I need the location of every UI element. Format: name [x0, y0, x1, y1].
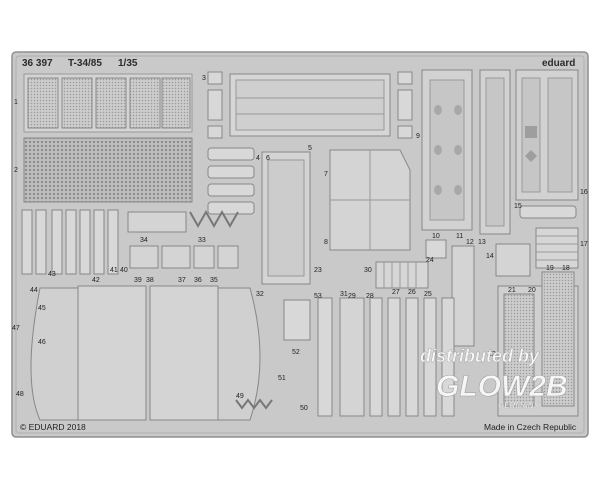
part-30-comb	[375, 261, 429, 289]
part-label-25: 25	[424, 291, 432, 298]
part-label-14: 14	[486, 253, 494, 260]
part-label-31: 31	[340, 291, 348, 298]
part-9-frame	[421, 69, 473, 231]
origin-text: Made in Czech Republic	[484, 422, 577, 432]
part-label-41: 41	[110, 267, 118, 274]
part-label-42: 42	[92, 277, 100, 284]
watermark-logo: GLOW2B	[436, 370, 568, 403]
part-label-39: 39	[134, 277, 142, 284]
part-49-52-small	[235, 299, 311, 410]
part-13-frame	[479, 69, 511, 235]
part-label-36: 36	[194, 277, 202, 284]
part-6-panel	[261, 151, 311, 285]
part-label-43: 43	[48, 271, 56, 278]
part-label-7: 7	[324, 171, 328, 178]
part-label-29: 29	[348, 293, 356, 300]
part-label-15: 15	[514, 203, 522, 210]
part-label-19: 19	[546, 265, 554, 272]
part-number-labels: 1 2 3 4 5 6 7 8 9 10 11 12 13 14 15 16 1…	[12, 75, 588, 412]
part-label-9: 9	[416, 133, 420, 140]
part-label-1: 1	[14, 99, 18, 106]
part-label-8: 8	[324, 239, 328, 246]
scale-label: 1/35	[118, 58, 138, 69]
part-label-49: 49	[236, 393, 244, 400]
part-label-2: 2	[14, 167, 18, 174]
part-label-23: 23	[314, 267, 322, 274]
part-label-22: 22	[488, 351, 496, 358]
model-name: T-34/85	[68, 58, 102, 69]
part-label-11: 11	[456, 233, 463, 240]
part-label-38: 38	[146, 277, 154, 284]
part-label-28: 28	[366, 293, 374, 300]
part-label-20: 20	[528, 287, 536, 294]
part-label-6: 6	[266, 155, 270, 162]
part-label-21: 21	[508, 287, 516, 294]
part-label-5: 5	[308, 145, 312, 152]
part-53-long-strips	[317, 297, 455, 417]
part-label-10: 10	[432, 233, 440, 240]
part-label-51: 51	[278, 375, 286, 382]
part-label-44: 44	[30, 287, 38, 294]
part-label-52: 52	[292, 349, 300, 356]
part-label-48: 48	[16, 391, 24, 398]
watermark-line1: distributed by	[420, 346, 540, 366]
part-46-fender-right	[149, 285, 261, 421]
part-label-37: 37	[178, 277, 186, 284]
copyright-text: © EDUARD 2018	[20, 422, 86, 432]
part-label-35: 35	[210, 277, 218, 284]
part-10-14-brackets	[425, 239, 531, 347]
distributor-watermark: distributed by GLOW2B GERMANY	[420, 346, 568, 410]
part-label-4: 4	[256, 155, 260, 162]
part-label-18: 18	[562, 265, 570, 272]
part-7-8-hatch	[329, 149, 411, 251]
part-label-24: 24	[426, 257, 434, 264]
part-label-13: 13	[478, 239, 486, 246]
part-label-32: 32	[256, 291, 264, 298]
part-label-46: 46	[38, 339, 46, 346]
watermark-logo-sub: GERMANY	[498, 401, 540, 410]
part-33-38-components	[127, 209, 239, 269]
part-1-grill-row	[23, 73, 193, 133]
part-18-22-track-panels	[497, 271, 579, 417]
part-label-12: 12	[466, 239, 474, 246]
brand-logo: eduard	[542, 58, 575, 69]
part-label-47: 47	[12, 325, 20, 332]
part-label-50: 50	[300, 405, 308, 412]
kit-number: 36 397	[22, 58, 53, 69]
part-label-33: 33	[198, 237, 206, 244]
part-label-53: 53	[314, 293, 322, 300]
part-label-17: 17	[580, 241, 588, 248]
top-long-plate	[229, 73, 391, 137]
part-label-27: 27	[392, 289, 400, 296]
part-2-mesh-panel	[23, 137, 193, 203]
part-label-40: 40	[120, 267, 128, 274]
part-label-16: 16	[580, 189, 588, 196]
part-3-brackets	[207, 71, 413, 139]
part-17-ribs	[535, 227, 579, 269]
part-4-tabs	[207, 147, 255, 215]
part-15-strip	[519, 205, 577, 219]
part-label-34: 34	[140, 237, 148, 244]
part-label-45: 45	[38, 305, 46, 312]
part-label-3: 3	[202, 75, 206, 82]
part-45-fender-left	[30, 285, 147, 421]
part-43-strips	[21, 209, 119, 275]
part-label-26: 26	[408, 289, 416, 296]
part-16-frame	[515, 69, 579, 201]
part-label-30: 30	[364, 267, 372, 274]
